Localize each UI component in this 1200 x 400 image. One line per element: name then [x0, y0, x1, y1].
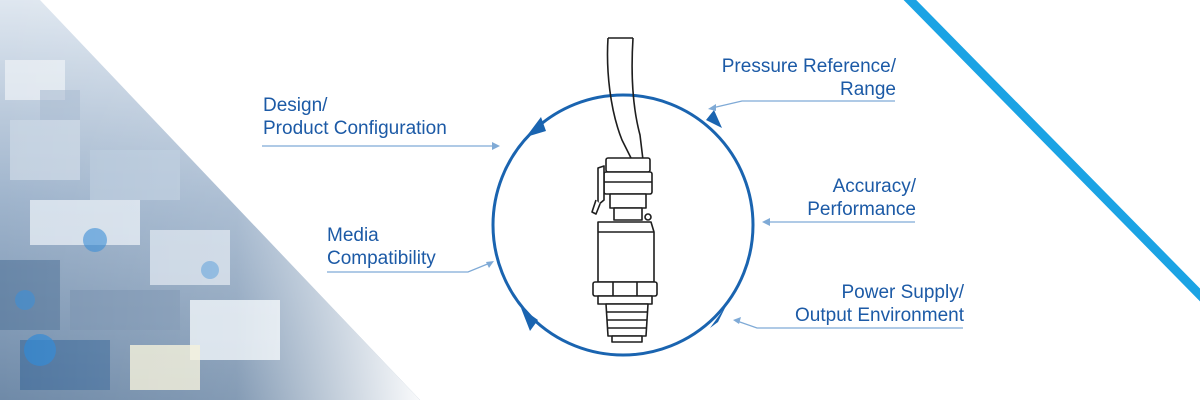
- label-media: Media Compatibility: [327, 224, 436, 270]
- arrow-top-right-icon: [706, 110, 722, 128]
- arrow-bottom-left-icon: [521, 308, 538, 331]
- leader-media: [327, 262, 491, 273]
- pressure-sensor-icon: [591, 37, 658, 343]
- label-power-line1: Power Supply/: [841, 282, 964, 303]
- label-power-line2: Output Environment: [795, 305, 964, 326]
- label-accuracy-line2: Performance: [807, 199, 916, 220]
- label-design-line2: Product Configuration: [263, 118, 447, 139]
- label-power: Power Supply/ Output Environment: [795, 281, 964, 327]
- arrow-bottom-right-icon: [710, 306, 726, 328]
- label-design-line1: Design/: [263, 95, 328, 116]
- label-design: Design/ Product Configuration: [263, 94, 447, 140]
- label-pressure-line1: Pressure Reference/: [721, 56, 896, 77]
- leader-power: [736, 320, 963, 329]
- label-media-line1: Media: [327, 225, 379, 246]
- leader-pressure: [711, 100, 895, 109]
- cycle-circle: [491, 93, 755, 357]
- label-pressure: Pressure Reference/ Range: [722, 55, 896, 101]
- arrow-top-left-icon: [526, 117, 546, 137]
- label-media-line2: Compatibility: [327, 248, 436, 269]
- label-accuracy: Accuracy/ Performance: [807, 175, 916, 221]
- accent-stripe: [903, 0, 1200, 302]
- label-pressure-line2: Range: [840, 79, 896, 100]
- label-accuracy-line1: Accuracy/: [832, 176, 916, 197]
